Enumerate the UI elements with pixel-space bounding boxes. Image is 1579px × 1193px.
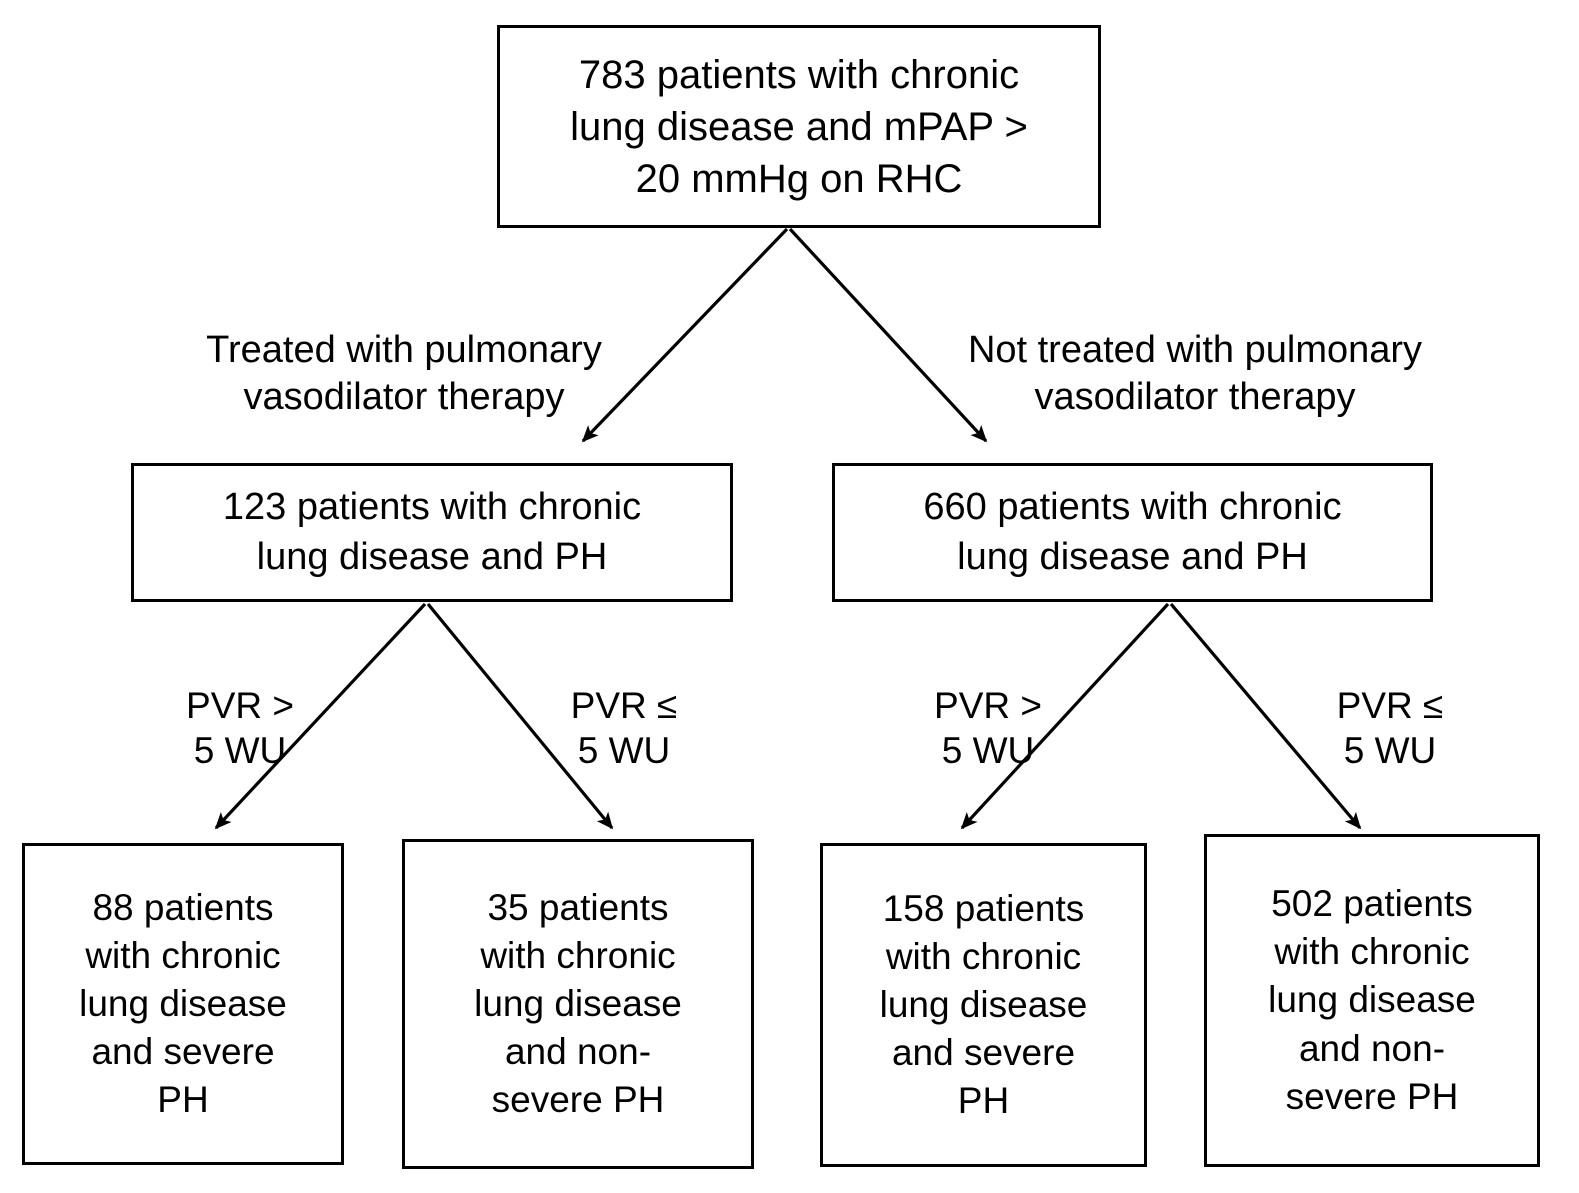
- edge-label-pvr-gt-left: PVR > 5 WU: [150, 638, 330, 773]
- node-untreated-severe: 158 patients with chronic lung disease a…: [820, 843, 1147, 1167]
- node-treated-nonsevere: 35 patients with chronic lung disease an…: [402, 839, 754, 1169]
- node-treated-nonsevere-label: 35 patients with chronic lung disease an…: [474, 886, 682, 1121]
- edge-label-pvr-le-left: PVR ≤ 5 WU: [534, 638, 714, 773]
- edge-label-pvr-le-right-text: PVR ≤ 5 WU: [1336, 685, 1444, 772]
- edge-label-untreated-text: Not treated with pulmonary vasodilator t…: [967, 329, 1423, 418]
- edge-label-pvr-le-right: PVR ≤ 5 WU: [1300, 638, 1480, 773]
- node-treated-severe: 88 patients with chronic lung disease an…: [22, 843, 344, 1165]
- edge-label-untreated: Not treated with pulmonary vasodilator t…: [900, 281, 1490, 420]
- node-root-cohort: 783 patients with chronic lung disease a…: [497, 25, 1101, 228]
- node-untreated-cohort: 660 patients with chronic lung disease a…: [832, 463, 1433, 602]
- edge-label-treated: Treated with pulmonary vasodilator thera…: [140, 281, 668, 420]
- edge-label-pvr-gt-right-text: PVR > 5 WU: [934, 685, 1042, 772]
- node-untreated-nonsevere: 502 patients with chronic lung disease a…: [1204, 834, 1540, 1167]
- node-untreated-label: 660 patients with chronic lung disease a…: [923, 486, 1342, 578]
- node-untreated-nonsevere-label: 502 patients with chronic lung disease a…: [1268, 883, 1476, 1117]
- edge-label-pvr-gt-left-text: PVR > 5 WU: [186, 685, 294, 772]
- node-untreated-severe-label: 158 patients with chronic lung disease a…: [879, 887, 1088, 1122]
- node-treated-severe-label: 88 patients with chronic lung disease an…: [79, 886, 287, 1121]
- edge-label-pvr-gt-right: PVR > 5 WU: [898, 638, 1078, 773]
- node-root-label: 783 patients with chronic lung disease a…: [570, 52, 1028, 201]
- node-treated-label: 123 patients with chronic lung disease a…: [222, 486, 642, 578]
- edge-label-treated-text: Treated with pulmonary vasodilator thera…: [206, 329, 602, 418]
- node-treated-cohort: 123 patients with chronic lung disease a…: [131, 463, 733, 602]
- edge-label-pvr-le-left-text: PVR ≤ 5 WU: [570, 685, 678, 772]
